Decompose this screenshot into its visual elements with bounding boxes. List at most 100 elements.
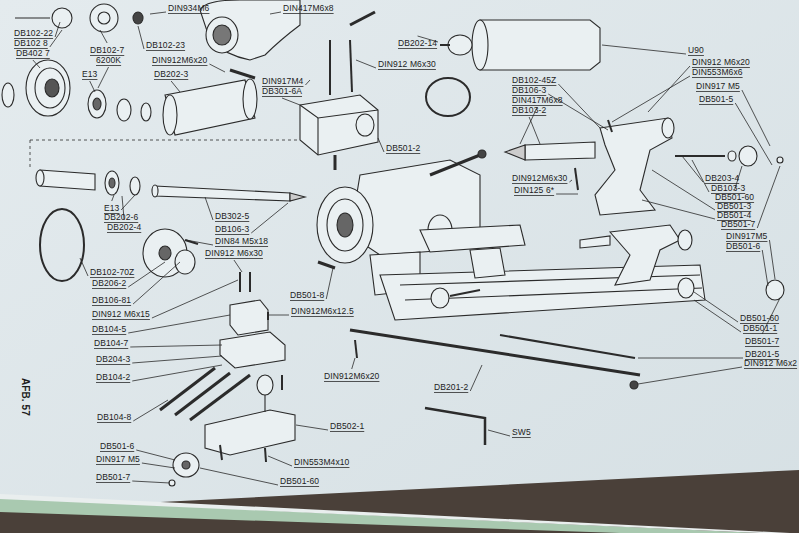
part-number: DIN84 M5x18	[215, 236, 268, 246]
part-number: DIN912M6x20	[152, 55, 207, 65]
part-number: DB202-6	[104, 212, 138, 222]
part-number: DB501-2	[386, 143, 420, 153]
leader-line	[186, 240, 213, 245]
leader-line	[694, 300, 741, 332]
part-number: DB102-70Z	[90, 267, 134, 277]
label-underline	[743, 333, 777, 334]
label-underline	[386, 153, 420, 154]
label-underline	[692, 77, 743, 78]
leader-line	[282, 98, 300, 105]
part-number: DIN553M4x10	[294, 457, 349, 467]
label-underline	[215, 246, 268, 247]
leader-line	[251, 203, 288, 233]
leader-line	[80, 258, 88, 276]
leader-line	[326, 268, 333, 299]
leader-line	[296, 425, 328, 430]
leader-line	[470, 365, 482, 391]
label-underline	[744, 368, 797, 369]
leader-line	[171, 81, 180, 92]
part-number: E13	[82, 69, 97, 79]
part-number: DB203-4	[705, 173, 739, 183]
label-underline	[434, 392, 468, 393]
part-number: DB202-3	[154, 69, 188, 79]
part-number: DIN917M4	[262, 76, 303, 86]
part-number: DIN912M6x12.5	[291, 306, 354, 316]
label-underline	[146, 50, 185, 51]
label-underline	[92, 288, 126, 289]
part-number: DIN125 6*	[514, 185, 554, 195]
leader-line	[98, 67, 109, 88]
label-underline	[512, 437, 531, 438]
part-number: DB501-6	[726, 241, 760, 251]
part-number: DB501-4	[717, 210, 751, 220]
leader-line	[138, 26, 144, 49]
label-underline	[696, 91, 740, 92]
label-underline	[726, 251, 760, 252]
part-number: DB104-8	[97, 412, 131, 422]
leader-line	[132, 356, 222, 363]
label-underline	[512, 183, 567, 184]
part-number: E13	[104, 203, 119, 213]
part-number: DB104-5	[92, 324, 126, 334]
label-underline	[107, 232, 141, 233]
leader-line	[270, 12, 281, 14]
part-number: DB103-2	[512, 105, 546, 115]
leader-line	[142, 463, 175, 468]
part-number: DIN917 M5	[96, 454, 140, 464]
part-number: DB201-5	[745, 349, 779, 359]
part-number: DIN553M6x6	[692, 67, 743, 77]
leader-line	[556, 194, 578, 195]
label-underline	[688, 55, 704, 56]
leader-line	[735, 103, 772, 165]
part-number: DB502-1	[330, 421, 364, 431]
label-underline	[294, 467, 349, 468]
part-number: DIN912 M6x30	[205, 248, 263, 258]
part-number: DIN417M6x8	[512, 95, 563, 105]
leader-line	[268, 315, 289, 316]
leader-line	[132, 481, 170, 483]
leader-line	[55, 22, 60, 37]
leader-line	[352, 358, 355, 369]
part-number: DB501-1	[743, 323, 777, 333]
leader-line	[529, 117, 540, 144]
part-number: DB501-60	[740, 313, 779, 323]
label-underline	[699, 104, 733, 105]
part-number: DB501-5	[699, 94, 733, 104]
leader-line	[638, 367, 742, 384]
leader-line	[602, 45, 686, 54]
part-number: DIN917 M5	[696, 81, 740, 91]
label-underline	[90, 277, 134, 278]
part-number: DIN934M6	[168, 3, 209, 13]
part-number: DB501-7	[96, 472, 130, 482]
leader-line	[130, 345, 222, 347]
leader-line	[612, 76, 690, 122]
label-underline	[96, 382, 130, 383]
part-number: DB501-6	[100, 441, 134, 451]
part-number: DB204-3	[96, 354, 130, 364]
part-number: DB501-60	[280, 476, 319, 486]
leader-line	[136, 450, 175, 460]
leader-line	[488, 430, 510, 436]
label-underline	[97, 422, 131, 423]
part-number: DB102-45Z	[512, 75, 556, 85]
part-number: DIN912 M6x30	[378, 59, 436, 69]
label-underline	[280, 486, 319, 487]
part-number: U90	[688, 45, 704, 55]
label-underline	[96, 364, 130, 365]
label-underline	[100, 451, 134, 452]
leader-line	[150, 12, 166, 14]
part-number: DB302-5	[215, 211, 249, 221]
leader-line	[378, 138, 384, 152]
label-underline	[92, 334, 126, 335]
part-number: DIN912 M6x2	[744, 358, 797, 368]
leader-line	[209, 64, 225, 72]
label-underline	[16, 58, 50, 59]
label-underline	[94, 348, 128, 349]
label-underline	[324, 381, 379, 382]
part-number: DB202-14	[398, 38, 437, 48]
part-number: DIN912 M6x20	[692, 57, 750, 67]
label-underline	[96, 65, 121, 66]
leader-line	[305, 80, 310, 85]
